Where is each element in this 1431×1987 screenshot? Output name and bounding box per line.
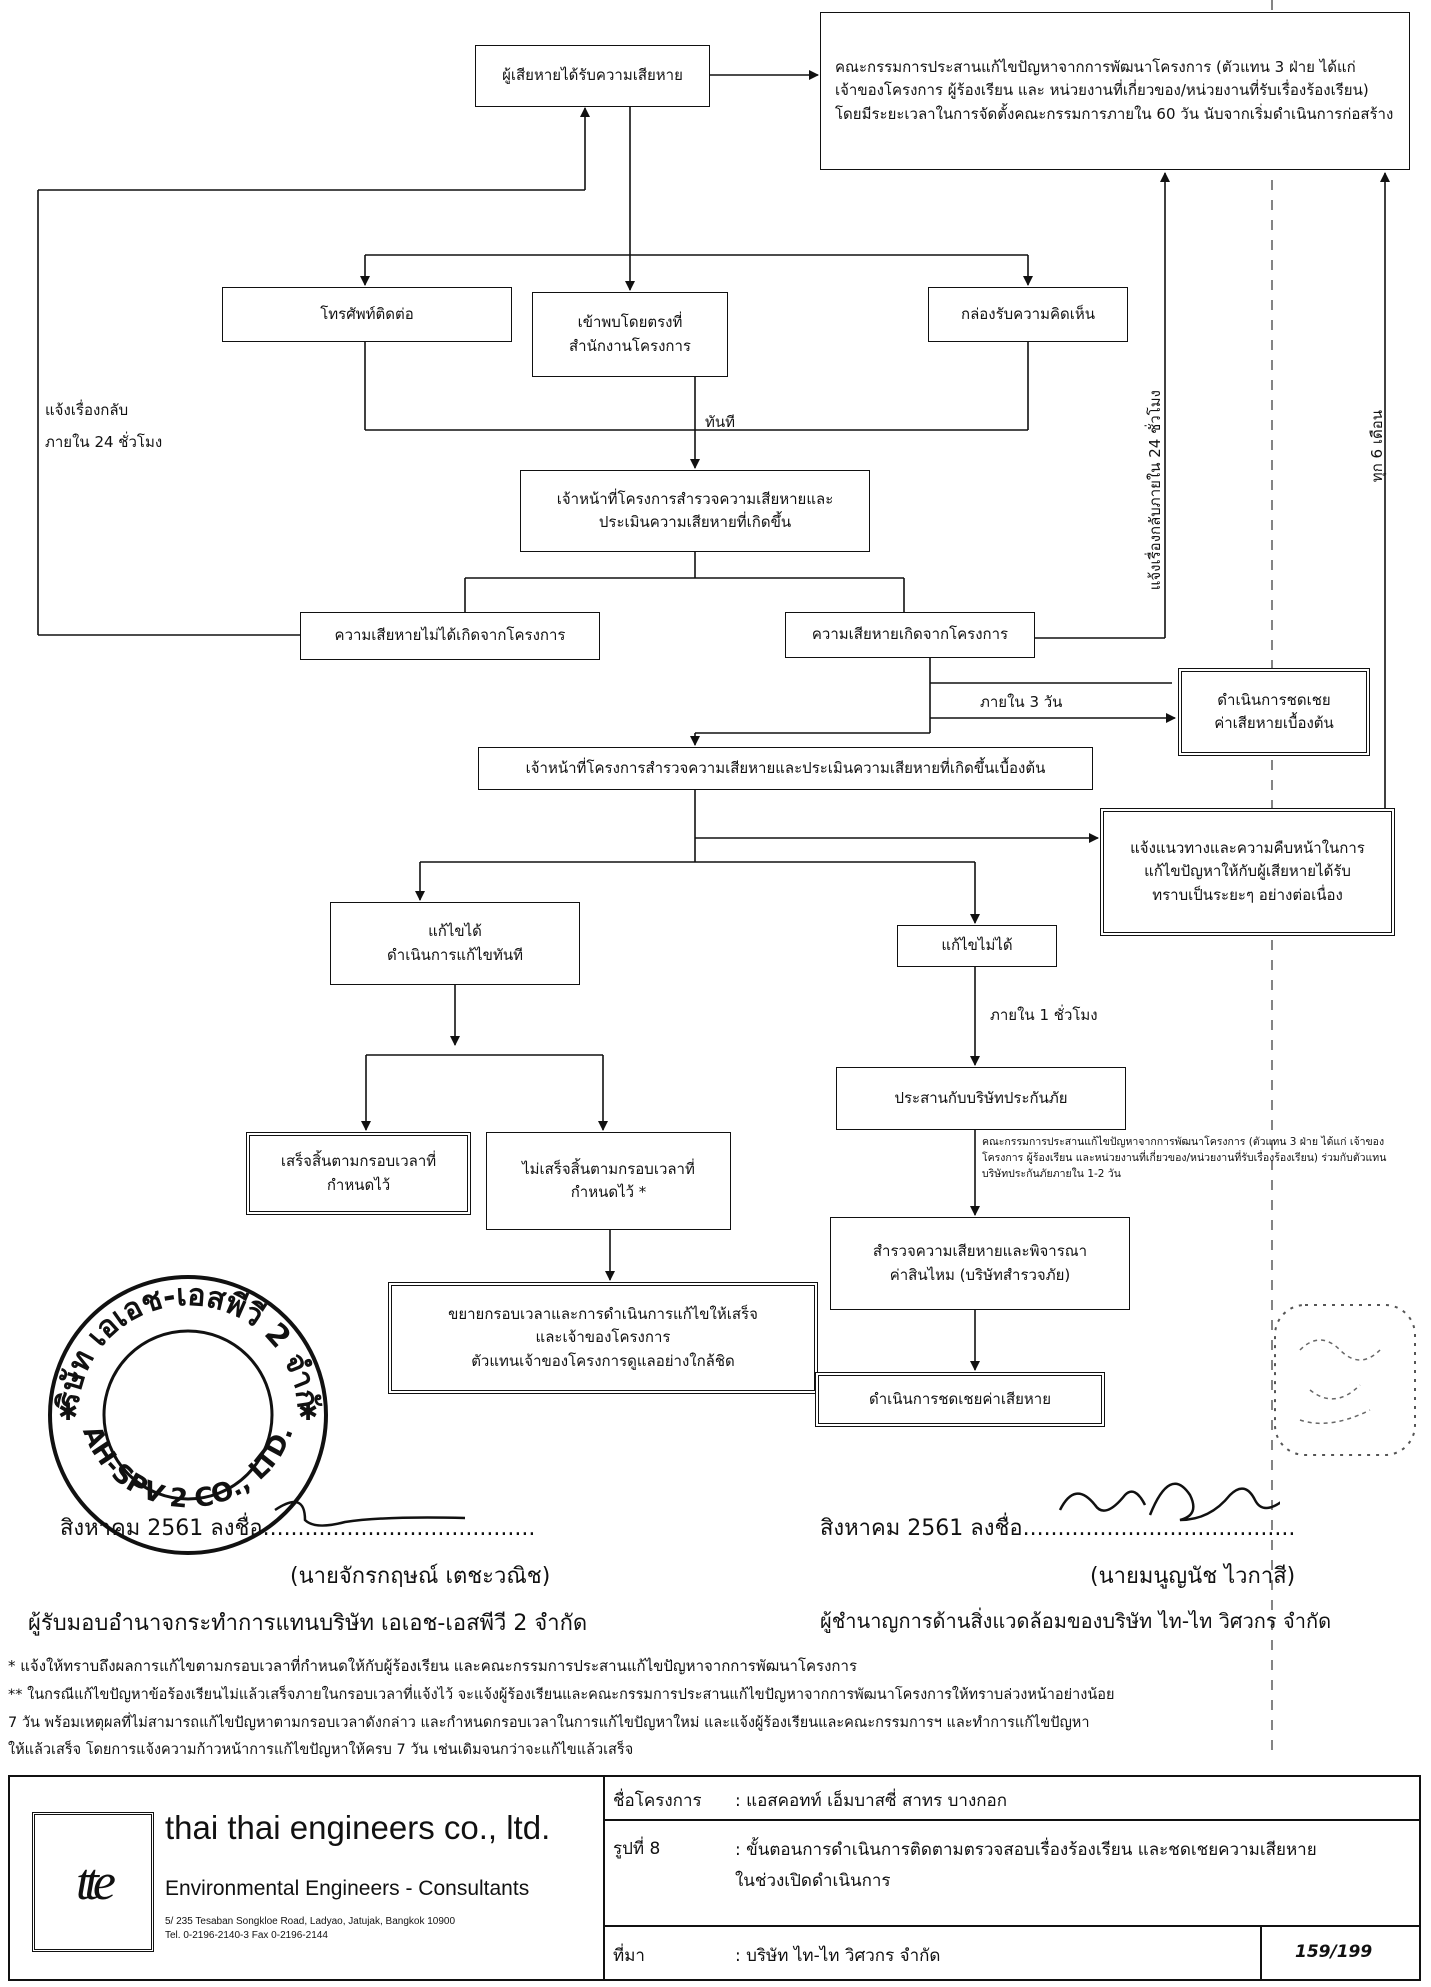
company-logo-text: tte — [76, 1853, 116, 1911]
signature-left-line: สิงหาคม 2561 ลงชื่อ.....................… — [60, 1516, 536, 1541]
node-fixable: แก้ไขได้ ดำเนินการแก้ไขทันที — [330, 902, 580, 985]
title-block-row-line-1 — [605, 1819, 1419, 1821]
project-label: ชื่อโครงการ — [613, 1791, 702, 1811]
svg-text:บริษัท เอเอช-เอสพีวี 2 จำกัด: บริษัท เอเอช-เอสพีวี 2 จำกัด — [28, 1255, 325, 1412]
node-phone: โทรศัพท์ติดต่อ — [222, 287, 512, 342]
company-address: 5/ 235 Tesaban Songkloe Road, Ladyao, Ja… — [165, 1916, 456, 1941]
label-every-6-months: ทุก 6 เดือน — [1368, 410, 1386, 483]
node-committee: คณะกรรมการประสานแก้ไขปัญหาจากการพัฒนาโคร… — [820, 12, 1410, 170]
node-not-fixable: แก้ไขไม่ได้ — [897, 925, 1057, 967]
company-name: thai thai engineers co., ltd. — [165, 1809, 551, 1846]
stamp-text-top: บริษัท เอเอช-เอสพีวี 2 จำกัด — [28, 1255, 325, 1412]
node-from-project: ความเสียหายเกิดจากโครงการ — [785, 612, 1035, 658]
signature-right — [1058, 1482, 1280, 1522]
node-not-project: ความเสียหายไม่ได้เกิดจากโครงการ — [300, 612, 600, 660]
company-logo: tte — [32, 1812, 154, 1952]
source-label: ที่มา — [613, 1946, 645, 1966]
source-value: : บริษัท ไท-ไท วิศวกร จำกัด — [735, 1946, 941, 1966]
figure-label: รูปที่ 8 — [613, 1839, 661, 1859]
company-subtitle: Environmental Engineers - Consultants — [165, 1877, 530, 1900]
stamp-star-right-icon: ✱ — [298, 1398, 318, 1426]
node-survey-insurance: สำรวจความเสียหายและพิจารณา ค่าสินไหม (บร… — [830, 1217, 1130, 1310]
title-block: tte thai thai engineers co., ltd. Enviro… — [8, 1775, 1421, 1981]
label-within-3-days: ภายใน 3 วัน — [980, 693, 1063, 711]
project-value: : แอสคอทท์ เอ็มบาสซี่ สาทร บางกอก — [735, 1791, 1008, 1811]
footnote-1: * แจ้งให้ทราบถึงผลการแก้ไขตามกรอบเวลาที่… — [8, 1657, 857, 1675]
signature-right-title: ผู้ชำนาญการด้านสิ่งแวดล้อมของบริษัท ไท-ไ… — [820, 1609, 1332, 1633]
node-inform-progress: แจ้งแนวทางและความคืบหน้าในการ แก้ไขปัญหา… — [1100, 808, 1395, 936]
node-compensate: ดำเนินการชดเชยค่าเสียหาย — [815, 1372, 1105, 1427]
label-immediately: ทันที — [705, 413, 736, 431]
node-not-done: ไม่เสร็จสิ้นตามกรอบเวลาที่ กำหนดไว้ * — [486, 1132, 731, 1230]
stamp-star-left-icon: ✱ — [58, 1398, 78, 1426]
title-block-divider — [603, 1777, 605, 1979]
title-block-row-line-2 — [605, 1925, 1419, 1927]
figure-value: : ขั้นตอนการดำเนินการติดตามตรวจสอบเรื่อง… — [735, 1840, 1317, 1891]
footnote-2: ** ในกรณีแก้ไขปัญหาข้อร้องเรียนไม่แล้วเส… — [8, 1687, 1115, 1759]
label-notify-back: แจ้งเรื่องกลับ ภายใน 24 ชั่วโมง — [45, 401, 163, 451]
node-done: เสร็จสิ้นตามกรอบเวลาที่ กำหนดไว้ — [246, 1132, 471, 1215]
node-comment-box: กล่องรับความคิดเห็น — [928, 287, 1128, 342]
label-within-1-hour: ภายใน 1 ชั่วโมง — [990, 1006, 1098, 1024]
title-block-page-divider — [1260, 1925, 1262, 1979]
signature-left-title: ผู้รับมอบอำนาจกระทำการแทนบริษัท เอเอช-เอ… — [28, 1611, 588, 1636]
signature-right-name: (นายมนูญนัช ไวกาสี) — [1090, 1564, 1296, 1589]
label-committee-small: คณะกรรมการประสานแก้ไขปัญหาจากการพัฒนาโคร… — [982, 1136, 1387, 1180]
node-survey: เจ้าหน้าที่โครงการสำรวจความเสียหายและ ปร… — [520, 470, 870, 552]
signature-left — [274, 1500, 466, 1527]
node-extend: ขยายกรอบเวลาและการดำเนินการแก้ไขให้เสร็จ… — [388, 1282, 818, 1394]
node-office: เข้าพบโดยตรงที่ สำนักงานโครงการ — [532, 292, 728, 377]
signature-right-line: สิงหาคม 2561 ลงชื่อ.....................… — [820, 1516, 1296, 1541]
node-insurance: ประสานกับบริษัทประกันภัย — [836, 1067, 1126, 1130]
label-notify-24h-vertical: แจ้งเรื่องกลับภายใน 24 ชั่วโมง — [1146, 390, 1164, 591]
node-compensate-initial: ดำเนินการชดเชย ค่าเสียหายเบื้องต้น — [1178, 668, 1370, 756]
company-stamp: บริษัท เอเอช-เอสพีวี 2 จำกัด AH-SPV 2 CO… — [28, 1255, 328, 1555]
signature-left-name: (นายจักรกฤษณ์ เตชะวณิช) — [290, 1564, 551, 1589]
page-number: 159/199 — [1295, 1942, 1373, 1962]
node-damaged: ผู้เสียหายได้รับความเสียหาย — [475, 45, 710, 107]
seal-right — [1274, 1304, 1416, 1456]
node-survey-initial: เจ้าหน้าที่โครงการสำรวจความเสียหายและประ… — [478, 747, 1093, 790]
